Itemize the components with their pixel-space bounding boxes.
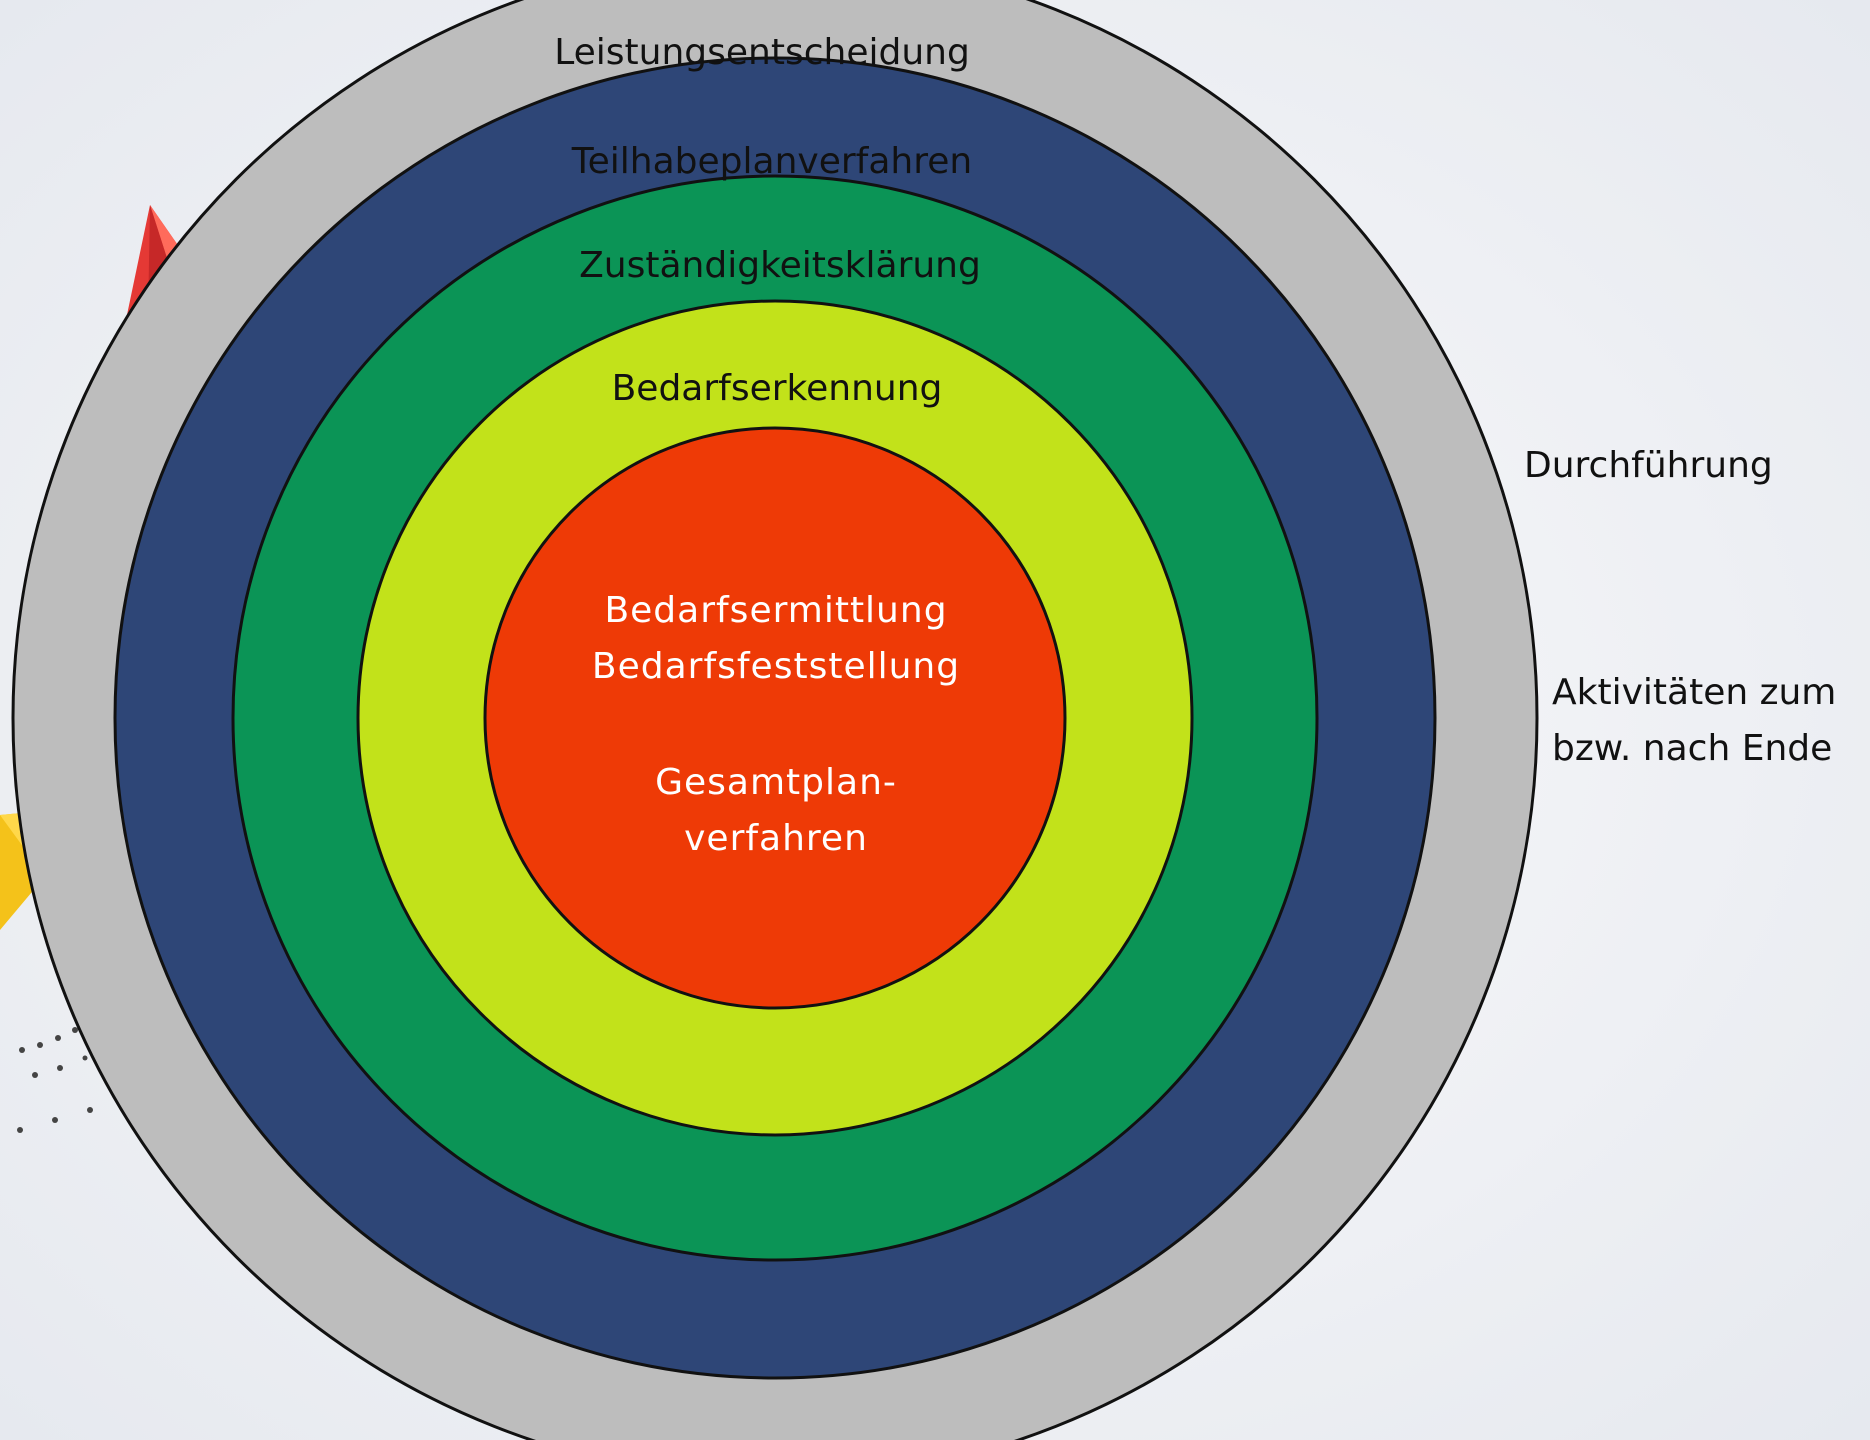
ring-label-teilhabeplanverfahren: Teilhabeplanverfahren: [571, 141, 972, 182]
ring-label-zustaendigkeitsklaerung: Zuständigkeitsklärung: [579, 245, 981, 286]
core-label-bedarfsfeststellung: Bedarfsfeststellung: [592, 646, 960, 687]
ring-label-bedarfserkennung: Bedarfserkennung: [612, 368, 943, 409]
core-circle: [483, 426, 1067, 1010]
side-label-aktivitaeten-line1: Aktivitäten zum: [1552, 672, 1837, 713]
core-label-bedarfsermittlung: Bedarfsermittlung: [604, 590, 947, 631]
ring-label-leistungsentscheidung: Leistungsentscheidung: [554, 32, 970, 73]
side-label-durchfuehrung: Durchführung: [1524, 445, 1773, 486]
core-label-verfahren: verfahren: [684, 818, 868, 859]
side-label-aktivitaeten-line2: bzw. nach Ende: [1552, 728, 1833, 769]
core-label-gesamtplan: Gesamtplan-: [655, 762, 897, 803]
